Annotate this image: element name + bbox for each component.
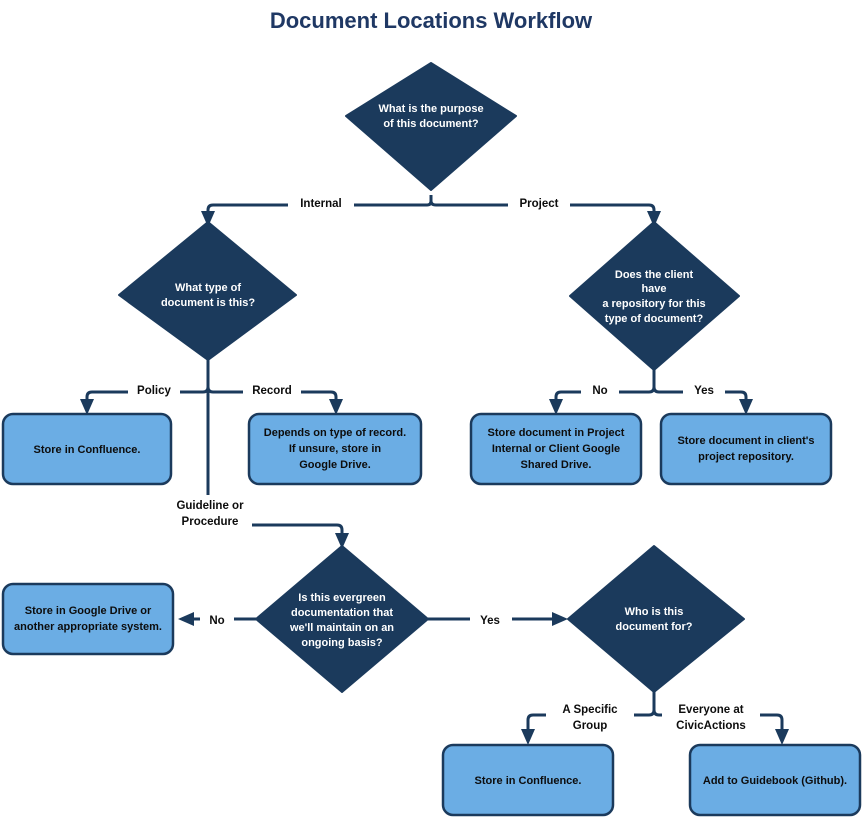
arrowhead [329, 399, 343, 415]
edge-label-guideline-line2: Procedure [182, 516, 239, 528]
decision-node-purpose[interactable]: What is the purpose of this document? [345, 62, 517, 191]
edge-label-everyone-line2: CivicActions [676, 720, 746, 732]
label-bg [200, 610, 234, 628]
diamond-shape [118, 221, 297, 361]
label-bg [128, 381, 180, 399]
label-bg [546, 700, 634, 734]
edge-label-guideline-line1: Guideline or [176, 500, 244, 512]
decision-evergreen-line2: documentation that [291, 607, 393, 619]
terminal-record-line1: Depends on type of record. [264, 427, 406, 439]
label-bg [470, 610, 512, 628]
arrowhead [647, 211, 661, 227]
label-bg [288, 194, 354, 212]
decision-purpose-line1: What is the purpose [378, 103, 483, 115]
decision-node-evergreen[interactable]: Is this evergreen documentation that we'… [255, 545, 429, 693]
edge-label-project: Project [520, 198, 559, 210]
terminal-policy-line1: Store in Confluence. [34, 444, 141, 456]
terminal-confluence-group-line1: Store in Confluence. [475, 775, 582, 787]
node-layer: What is the purpose of this document? Wh… [1, 62, 862, 817]
rounded-box [1, 412, 173, 486]
terminal-node-store-confluence-policy[interactable]: Store in Confluence. [1, 412, 173, 486]
terminal-node-project-shared-drive[interactable]: Store document in Project Internal or Cl… [469, 412, 643, 486]
arrowhead [739, 399, 753, 415]
decision-node-audience[interactable]: Who is this document for? [567, 545, 745, 693]
terminal-record-line3: Google Drive. [299, 459, 371, 471]
label-bg [243, 381, 301, 399]
decision-client-repo-line2: have [641, 283, 666, 295]
label-bg [662, 700, 760, 734]
terminal-gdrive-line2: another appropriate system. [14, 621, 162, 633]
decision-doc-type-line2: document is this? [161, 297, 255, 309]
decision-audience-line1: Who is this [625, 606, 684, 618]
terminal-node-google-drive-other[interactable]: Store in Google Drive or another appropr… [1, 582, 175, 656]
terminal-record-line2: If unsure, store in [289, 443, 382, 455]
edge-label-internal: Internal [300, 198, 342, 210]
decision-evergreen-line4: ongoing basis? [301, 637, 383, 649]
rounded-box [247, 412, 423, 486]
arrowhead [335, 533, 349, 549]
terminal-client-repo-line2: project repository. [698, 451, 794, 463]
arrowhead [178, 612, 194, 626]
label-bg [683, 381, 725, 399]
label-bg [581, 381, 619, 399]
diamond-shape [345, 62, 517, 191]
edge-label-yes-client-repo: Yes [694, 385, 714, 397]
edge-label-policy: Policy [137, 385, 171, 397]
terminal-client-repo-line1: Store document in client's [677, 435, 814, 447]
terminal-guidebook-line1: Add to Guidebook (Github). [703, 775, 847, 787]
decision-node-doc-type[interactable]: What type of document is this? [118, 221, 297, 361]
rounded-box [469, 412, 643, 486]
terminal-gdrive-line1: Store in Google Drive or [25, 605, 152, 617]
terminal-node-depends-record[interactable]: Depends on type of record. If unsure, st… [247, 412, 423, 486]
arrowhead [552, 612, 568, 626]
decision-client-repo-line4: type of document? [605, 313, 704, 325]
decision-node-client-repo[interactable]: Does the client have a repository for th… [569, 221, 740, 371]
diamond-shape [569, 221, 740, 371]
decision-purpose-line2: of this document? [383, 118, 479, 130]
label-bg [508, 194, 570, 212]
decision-audience-line2: document for? [616, 621, 693, 633]
arrowhead [201, 211, 215, 227]
terminal-project-drive-line3: Shared Drive. [521, 459, 592, 471]
arrowhead [521, 729, 535, 745]
diamond-shape [255, 545, 429, 693]
terminal-node-guidebook-github[interactable]: Add to Guidebook (Github). [688, 743, 862, 817]
edge-label-specific-group-line1: A Specific [562, 704, 618, 716]
rounded-box [1, 582, 175, 656]
arrowhead [775, 729, 789, 745]
decision-client-repo-line3: a repository for this [602, 298, 705, 310]
rounded-box [441, 743, 615, 817]
decision-doc-type-line1: What type of [175, 282, 241, 294]
edge-label-record: Record [252, 385, 292, 397]
decision-evergreen-line1: Is this evergreen [298, 592, 386, 604]
arrowhead [80, 399, 94, 415]
terminal-project-drive-line1: Store document in Project [488, 427, 625, 439]
edge-label-specific-group-line2: Group [573, 720, 608, 732]
terminal-project-drive-line2: Internal or Client Google [492, 443, 620, 455]
terminal-node-store-confluence-group[interactable]: Store in Confluence. [441, 743, 615, 817]
diamond-shape [567, 545, 745, 693]
diagram-title: Document Locations Workflow [270, 8, 593, 33]
edge-label-no-client-repo: No [592, 385, 607, 397]
arrowhead [549, 399, 563, 415]
label-bg [168, 495, 252, 529]
rounded-box [659, 412, 833, 486]
edge-label-everyone-line1: Everyone at [678, 704, 743, 716]
rounded-box [688, 743, 862, 817]
edge-label-no-evergreen: No [209, 615, 224, 627]
decision-evergreen-line3: we'll maintain on an [289, 622, 394, 634]
edge-label-yes-evergreen: Yes [480, 615, 500, 627]
edge-label-layer: Internal Project Policy Record Guideline… [128, 194, 760, 734]
terminal-node-client-repository[interactable]: Store document in client's project repos… [659, 412, 833, 486]
decision-client-repo-line1: Does the client [615, 269, 694, 281]
